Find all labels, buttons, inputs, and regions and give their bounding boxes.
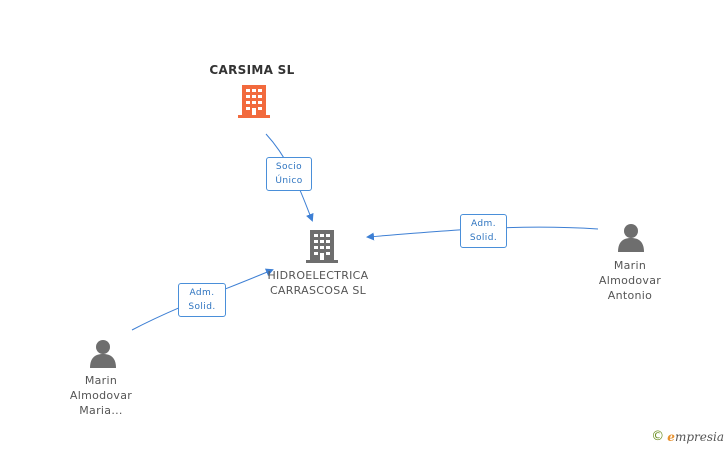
edge-label-line1: Socio <box>275 162 303 172</box>
edge-label-line1: Adm. <box>189 288 215 298</box>
edge-label-socio-unico: Socio Único <box>266 157 312 191</box>
maria-node-label[interactable]: Marin Almodovar Maria... <box>56 373 146 418</box>
edge-label-adm-solid-antonio: Adm. Solid. <box>460 214 507 248</box>
hidroelectrica-name-line2: CARRASCOSA SL <box>269 284 367 297</box>
building-icon[interactable] <box>306 228 338 264</box>
carsima-node-title[interactable]: CARSIMA SL <box>209 63 295 77</box>
person-icon[interactable] <box>616 222 646 252</box>
edge-label-line2: Solid. <box>469 233 498 243</box>
hidroelectrica-node-label[interactable]: HIDROELECTRICA CARRASCOSA SL <box>255 268 381 298</box>
maria-name-line2: Almodovar <box>69 389 133 402</box>
building-icon[interactable] <box>238 83 270 119</box>
antonio-node-label[interactable]: Marin Almodovar Antonio <box>585 258 675 303</box>
maria-name-line3: Maria... <box>79 404 123 417</box>
maria-name-line1: Marin <box>84 374 118 387</box>
edge-label-adm-solid-maria: Adm. Solid. <box>178 283 226 317</box>
antonio-name-line2: Almodovar <box>598 274 662 287</box>
antonio-name-line1: Marin <box>613 259 647 272</box>
copyright-icon: © <box>651 429 665 444</box>
antonio-name-line3: Antonio <box>607 289 653 302</box>
edge-label-line2: Solid. <box>188 302 216 312</box>
hidroelectrica-name-line1: HIDROELECTRICA <box>267 269 369 282</box>
empresia-logo: empresia <box>667 429 724 444</box>
person-icon[interactable] <box>88 338 118 368</box>
edge-label-line1: Adm. <box>471 219 496 229</box>
edge-label-line2: Único <box>275 176 303 186</box>
empresia-watermark: © empresia <box>651 429 724 444</box>
